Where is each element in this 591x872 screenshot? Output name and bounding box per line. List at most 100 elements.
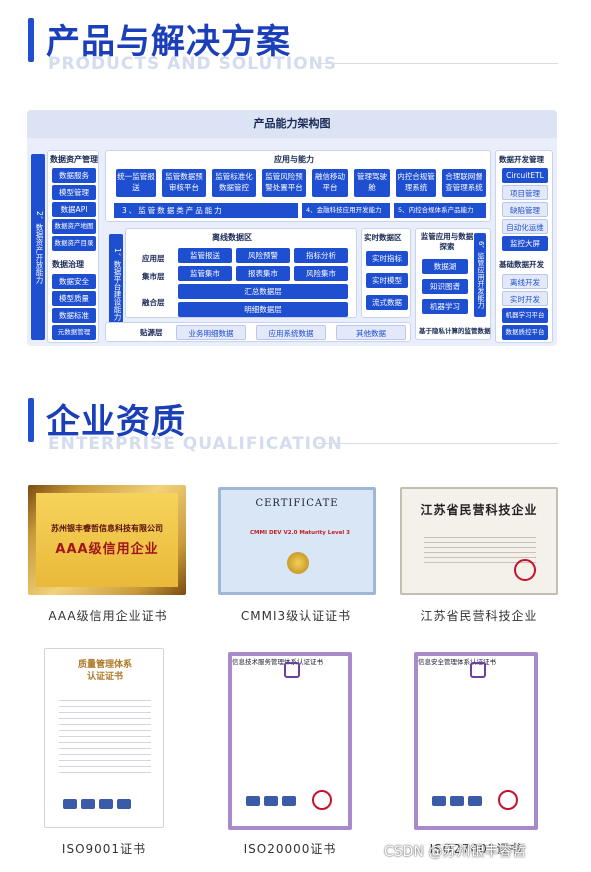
chip-monitor-screen: 监控大屏	[502, 236, 548, 251]
section-divider	[318, 443, 558, 444]
certificate-caption: 江苏省民营科技企业	[420, 609, 538, 623]
chip-business-detail: 业务明细数据	[176, 325, 246, 340]
cmmi-certificate-image: CERTIFICATE CMMI DEV V2.0 Maturity Level…	[218, 487, 376, 595]
chip-data-asset-catalog: 数据资产目录	[52, 236, 96, 251]
products-section-header: 产品与解决方案 PRODUCTS AND SOLUTIONS	[28, 14, 558, 74]
chip-management-cockpit: 管理驾驶舱	[354, 169, 390, 197]
chip-app-system: 应用系统数据	[256, 325, 326, 340]
left-vertical-band: 2、数据资产开放能力	[31, 154, 45, 340]
chip-project-management: 项目管理	[502, 185, 548, 200]
chip-pre-audit-platform: 监管数据预审核平台	[162, 169, 206, 197]
chip-data-lake: 数据湖	[422, 259, 468, 274]
certifier-logo-icon	[284, 662, 300, 678]
certificate-header: CERTIFICATE	[255, 498, 339, 509]
certificate-header: 质量管理体系认证证书	[77, 660, 132, 682]
products-title-en: PRODUCTS AND SOLUTIONS	[48, 54, 338, 74]
realtime-title: 实时数据区	[364, 233, 402, 242]
group-title: 数据资产管理	[50, 155, 98, 164]
app-capability-box: 应用与能力 统一监管报送 监管数据预审核平台 监管标准化数据管控 监管风险预警处…	[105, 150, 491, 222]
certificate-company: 苏州银丰睿哲信息科技有限公司	[51, 524, 163, 533]
red-stamp-icon	[498, 790, 518, 810]
certificate-text-lines	[232, 666, 324, 746]
jiangsu-certificate-image: 江苏省民营科技企业	[400, 487, 558, 595]
certificate-caption: ISO20000证书	[243, 842, 337, 856]
group-title: 数据治理	[52, 260, 84, 269]
row-label-application: 应用层	[142, 254, 165, 263]
chip-risk-warning-platform: 监管风险预警处置平台	[262, 169, 306, 197]
data-dev-management-box: 数据开发管理 CircuitETL 项目管理 缺陷管理 自动化运维 监控大屏 基…	[495, 150, 553, 343]
chip-reg-reporting: 监管报送	[178, 248, 232, 263]
chip-mobile-platform: 融信移动平台	[312, 169, 348, 197]
accreditation-badges	[246, 796, 296, 806]
products-title-zh: 产品与解决方案	[46, 22, 291, 62]
chip-data-standard: 数据标准	[52, 308, 96, 323]
offline-data-box: 离线数据区 应用层 集市层 融合层 监管报送 风险预警 指标分析 监管集市 报表…	[125, 228, 357, 318]
iso9001-certificate-image: 质量管理体系认证证书	[44, 648, 164, 828]
band-compliance-products: 5、内控合规体系产品能力	[394, 203, 486, 218]
chip-ml-platform: 机器学习平台	[502, 308, 548, 323]
chip-defect-management: 缺陷管理	[502, 202, 548, 217]
chip-network-supervision: 合理联网督查管理系统	[442, 169, 486, 197]
chip-risk-mart: 风险集市	[294, 266, 348, 281]
certificate-header: 信息安全管理体系认证证书	[418, 658, 496, 666]
csdn-watermark: CSDN @苏州银丰睿哲	[384, 844, 527, 860]
section-divider	[318, 63, 558, 64]
chip-data-api: 数据API	[52, 202, 96, 217]
accreditation-badges	[432, 796, 482, 806]
certificate-caption: AAA级信用企业证书	[48, 609, 168, 623]
iso27001-certificate-image: 信息安全管理体系认证证书	[414, 652, 538, 830]
certificate-header: 江苏省民营科技企业	[420, 503, 538, 517]
chip-unified-reporting: 统一监管报送	[116, 169, 156, 197]
chip-data-service: 数据服务	[52, 168, 96, 183]
chip-stream-data: 流式数据	[366, 295, 408, 310]
certificate-body: CMMI DEV V2.0 Maturity Level 3	[250, 530, 350, 536]
chip-reg-mart: 监管集市	[178, 266, 232, 281]
gold-seal-icon	[287, 552, 309, 574]
red-stamp-icon	[312, 790, 332, 810]
regulatory-footer: 基于隐私计算的监管数据	[419, 327, 491, 335]
chip-realtime-model: 实时模型	[366, 273, 408, 288]
chip-realtime-indicator: 实时指标	[366, 251, 408, 266]
chip-metadata-management: 元数据管理	[52, 325, 96, 340]
iso20000-certificate-image: 信息技术服务管理体系认证证书	[228, 652, 352, 830]
chip-circuit-etl: CircuitETL	[502, 168, 548, 183]
regulatory-exploration-box: 监管应用与数据探索 数据湖 知识图谱 机器学习 6、监管应用开发能力 基于隐私计…	[415, 228, 491, 340]
row-label-fusion: 融合层	[142, 298, 165, 307]
chip-auto-ops: 自动化运维	[502, 219, 548, 234]
chip-data-security: 数据安全	[52, 274, 96, 289]
regulatory-vertical-band: 6、监管应用开发能力	[474, 233, 486, 317]
chip-model-management: 模型管理	[52, 185, 96, 200]
chip-summary-layer: 汇总数据层	[178, 284, 348, 299]
aaa-certificate-image: 苏州银丰睿哲信息科技有限公司 AAA级信用企业	[28, 485, 186, 595]
certificate-caption: CMMI3级认证证书	[240, 609, 352, 623]
chip-other-data: 其他数据	[336, 325, 406, 340]
certificate-header: 信息技术服务管理体系认证证书	[232, 658, 323, 666]
chip-data-asset-map: 数据资产地图	[52, 219, 96, 234]
chip-knowledge-graph: 知识图谱	[422, 279, 468, 294]
section-accent-bar	[28, 398, 34, 442]
app-title: 应用与能力	[274, 155, 314, 164]
chip-model-quality: 模型质量	[52, 291, 96, 306]
qualification-title-en: ENTERPRISE QUALIFICATION	[48, 434, 343, 454]
chip-machine-learning: 机器学习	[422, 299, 468, 314]
chip-internal-control: 内控合规管理系统	[396, 169, 436, 197]
accreditation-badges	[63, 799, 131, 809]
certificate-text-lines	[424, 533, 536, 565]
certificate-text-lines	[418, 666, 510, 746]
regulatory-title: 监管应用与数据探索	[420, 232, 474, 251]
chip-indicator-analysis: 指标分析	[294, 248, 348, 263]
band-fintech-dev: 4、金融科技应用开发能力	[302, 203, 390, 218]
row-label-mart: 集市层	[142, 272, 165, 281]
chip-standard-data-control: 监管标准化数据管控	[212, 169, 256, 197]
certificate-caption: ISO9001证书	[61, 842, 147, 856]
chip-risk-warning: 风险预警	[236, 248, 290, 263]
certifier-logo-icon	[470, 662, 486, 678]
source-layer-box: 贴源层 业务明细数据 应用系统数据 其他数据	[105, 322, 411, 342]
chip-detail-layer: 明细数据层	[178, 302, 348, 317]
group-title: 数据开发管理	[499, 155, 544, 164]
certificate-text-lines	[59, 695, 151, 775]
architecture-diagram: 产品能力架构图 2、数据资产开放能力 数据资产管理 数据服务 模型管理 数据AP…	[27, 110, 557, 346]
qualification-section-header: 企业资质 ENTERPRISE QUALIFICATION	[28, 394, 558, 454]
realtime-data-box: 实时数据区 实时指标 实时模型 流式数据	[361, 228, 411, 318]
source-layer-label: 贴源层	[140, 328, 163, 337]
